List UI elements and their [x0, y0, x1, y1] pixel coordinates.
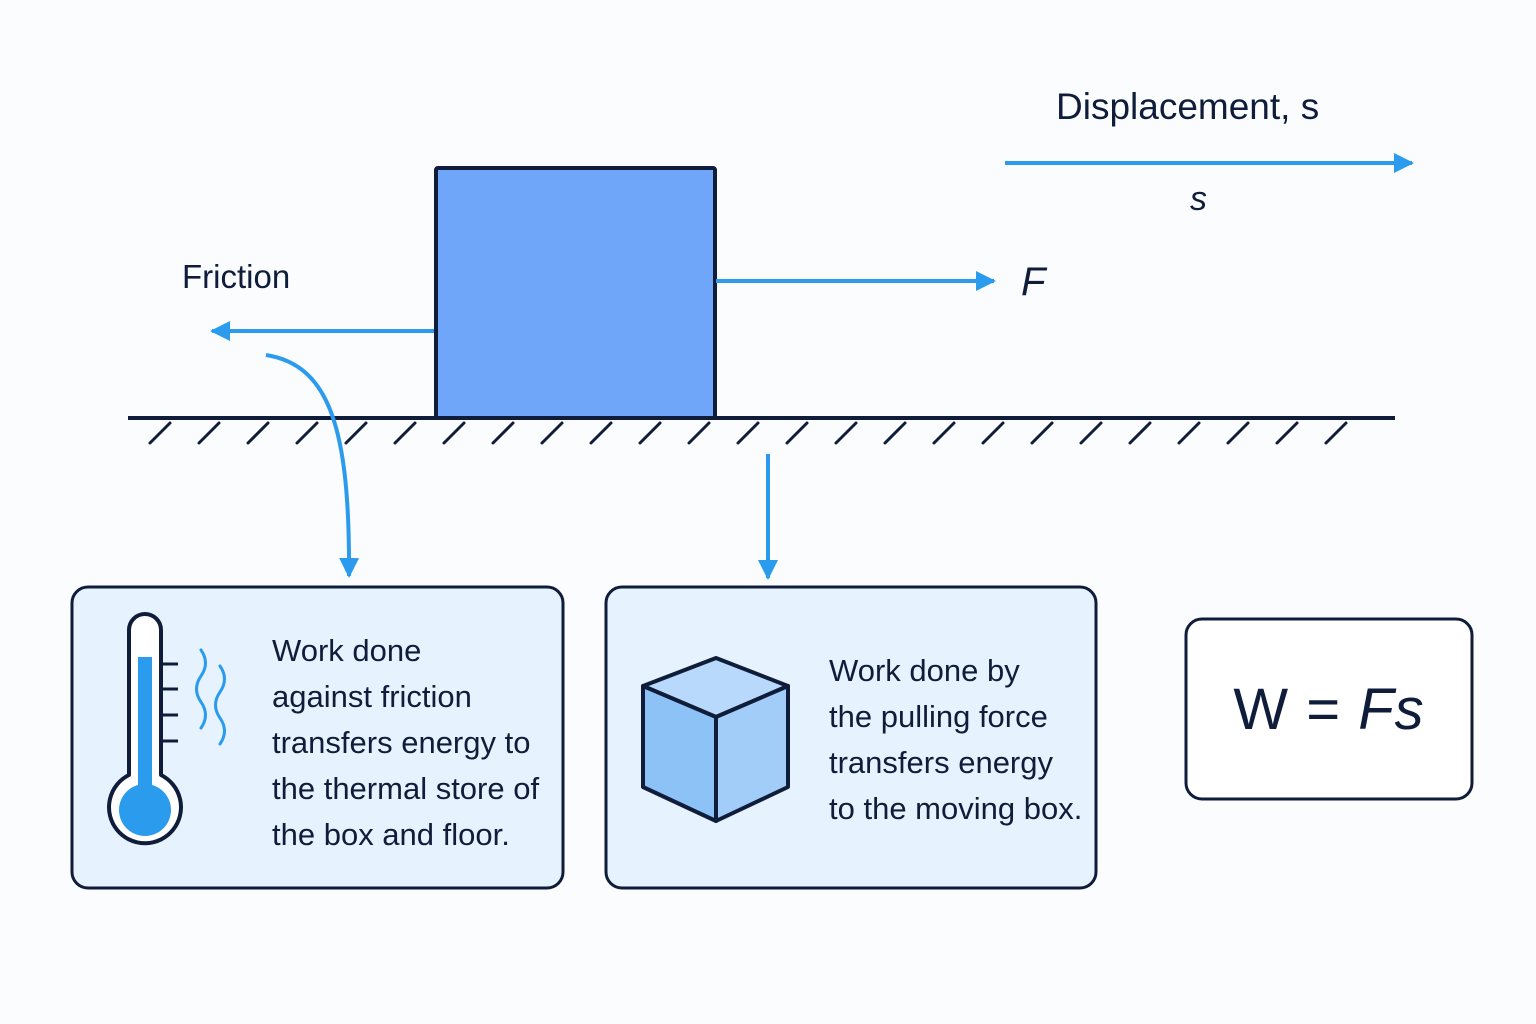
thermometer-icon	[107, 612, 183, 846]
hatch-mark	[442, 421, 466, 445]
formula-rhs: Fs	[1358, 676, 1425, 742]
hatch-mark	[638, 421, 662, 445]
hatch-mark	[148, 421, 172, 445]
hatch-mark	[1324, 421, 1348, 445]
kinetic-text-line: the pulling force	[829, 699, 1048, 734]
thermal-text-line: the box and floor.	[272, 817, 510, 852]
hatch-mark	[883, 421, 907, 445]
thermal-card-text: Work done against friction transfers ene…	[272, 628, 539, 858]
hatch-mark	[1275, 421, 1299, 445]
formula-lhs: W	[1233, 676, 1290, 742]
hatch-mark	[687, 421, 711, 445]
formula-box	[1184, 617, 1474, 801]
friction-to-thermal-arrow	[265, 353, 360, 578]
formula-equals: =	[1289, 676, 1359, 742]
hatch-mark	[981, 421, 1005, 445]
thermal-text-line: against friction	[272, 679, 472, 714]
cube-icon	[641, 656, 790, 823]
displacement-symbol: s	[1190, 180, 1207, 218]
heat-waves-icon	[195, 648, 226, 746]
kinetic-text-line: transfers energy	[829, 745, 1053, 780]
hatch-mark	[491, 421, 515, 445]
thermal-energy-card	[70, 585, 565, 890]
hatch-mark	[197, 421, 221, 445]
hatch-mark	[1226, 421, 1250, 445]
hatch-mark	[834, 421, 858, 445]
hatch-mark	[1030, 421, 1054, 445]
hatch-mark	[785, 421, 809, 445]
hatch-mark	[295, 421, 319, 445]
hatch-mark	[1079, 421, 1103, 445]
hatch-mark	[393, 421, 417, 445]
kinetic-text-line: Work done by	[829, 653, 1020, 688]
friction-label: Friction	[182, 258, 291, 295]
kinetic-card-text: Work done by the pulling force transfers…	[829, 648, 1082, 832]
kinetic-text-line: to the moving box.	[829, 791, 1083, 826]
thermal-text-line: the thermal store of	[272, 771, 540, 806]
hatch-mark	[246, 421, 270, 445]
hatch-mark	[540, 421, 564, 445]
force-label: F	[1021, 260, 1046, 304]
displacement-label: Displacement, s	[1056, 86, 1320, 127]
hatch-mark	[736, 421, 760, 445]
thermal-text-line: transfers energy to	[272, 725, 531, 760]
hatch-mark	[932, 421, 956, 445]
work-formula: W = Fs	[1186, 619, 1472, 799]
thermal-text-line: Work done	[272, 633, 422, 668]
box	[434, 166, 717, 420]
hatch-mark	[1128, 421, 1152, 445]
hatch-mark	[344, 421, 368, 445]
ground-hatching	[148, 421, 1348, 445]
hatch-mark	[1177, 421, 1201, 445]
hatch-mark	[589, 421, 613, 445]
